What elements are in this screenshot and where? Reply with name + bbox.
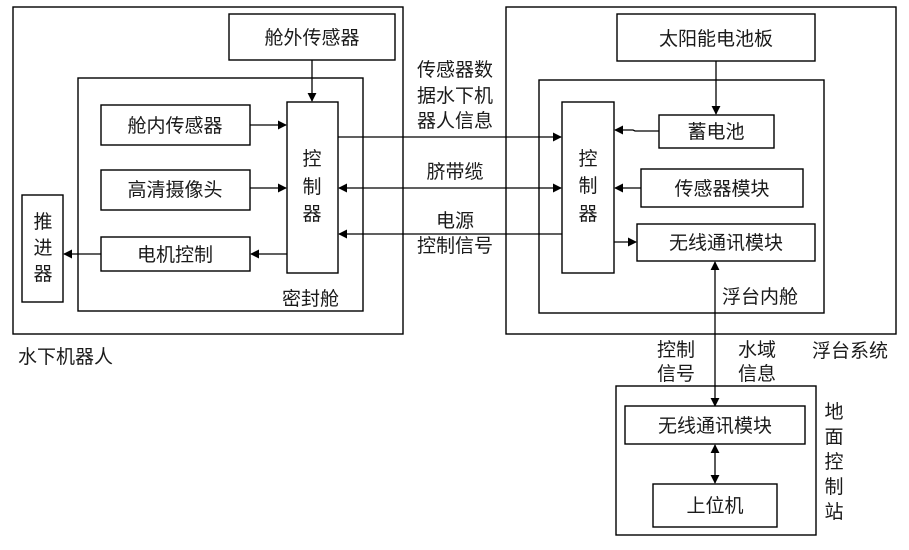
battery-label: 蓄电池	[687, 121, 744, 143]
float-system-label: 浮台系统	[812, 340, 888, 362]
sealed-cabin-label: 密封舱	[282, 288, 339, 310]
battery-to-controller-arrow	[614, 125, 659, 135]
float-inner-cabin-label: 浮台内舱	[722, 286, 798, 308]
robot-label: 水下机器人	[18, 346, 113, 368]
float-wireless-module-box	[636, 223, 816, 262]
motor-control-box	[100, 236, 251, 272]
solar-panel-box	[616, 13, 816, 62]
float-system-frame	[505, 6, 897, 335]
thruster-char: 推	[33, 211, 52, 233]
sealed-cabin-frame	[77, 77, 364, 312]
thruster-char: 器	[33, 263, 52, 285]
ground-station-char: 制	[824, 476, 843, 498]
control-signal-label: 信号	[657, 363, 695, 385]
host-computer-box	[652, 483, 778, 528]
thruster-char: 进	[33, 237, 52, 259]
float-wireless-module-label: 无线通讯模块	[669, 232, 783, 254]
sensor-module-box	[640, 168, 804, 208]
solar-panel-label: 太阳能电池板	[659, 28, 773, 50]
float-controller-char: 制	[578, 175, 597, 197]
ground-wireless-module-label: 无线通讯模块	[658, 415, 772, 437]
thruster-box	[21, 194, 64, 303]
ground-station-char: 控	[824, 451, 843, 473]
power-control-label: 电源	[436, 210, 474, 232]
tether-links: 传感器数 据水下机 器人信息 脐带缆 电源 控制信号	[338, 59, 562, 257]
motor-control-label: 电机控制	[137, 244, 213, 266]
robot-controller-char: 器	[302, 203, 321, 225]
external-sensor-box	[228, 13, 396, 61]
sensor-module-label: 传感器模块	[674, 178, 769, 200]
ground-wireless-module-box	[624, 405, 806, 445]
water-info-label: 水域	[738, 339, 776, 361]
robot-controller-char: 控	[302, 148, 321, 170]
robot-controller-box	[286, 101, 339, 274]
float-inner-cabin-frame	[538, 79, 825, 314]
robot-frame	[12, 6, 404, 335]
hd-camera-label: 高清摄像头	[127, 179, 222, 201]
umbilical-label: 脐带缆	[426, 161, 483, 183]
ground-station-group: 无线通讯模块 上位机 地 面 控 制 站	[615, 385, 844, 536]
float-controller-char: 器	[578, 203, 597, 225]
robot-group: 水下机器人 舱外传感器 密封舱 舱内传感器 高清摄像头 电机控制 控 制 器 推…	[12, 6, 404, 368]
float-controller-box	[561, 101, 615, 274]
hd-camera-box	[100, 169, 251, 211]
wireless-link: 控制 信号 水域 信息	[657, 261, 776, 407]
float-controller-char: 控	[578, 148, 597, 170]
sensor-data-label: 据水下机	[417, 85, 493, 107]
host-computer-label: 上位机	[686, 495, 743, 517]
float-system-group: 浮台系统 太阳能电池板 浮台内舱 控 制 器 蓄电池 传感器模块 无线通讯模块	[505, 6, 897, 362]
internal-sensor-box	[100, 104, 251, 146]
external-sensor-label: 舱外传感器	[264, 27, 359, 49]
control-signal-label: 控制	[657, 339, 695, 361]
ground-station-char: 地	[824, 401, 843, 423]
internal-sensor-label: 舱内传感器	[127, 115, 222, 137]
ground-station-frame	[615, 385, 817, 536]
sensor-data-label: 传感器数	[417, 59, 493, 81]
robot-controller-char: 制	[302, 176, 321, 198]
sensor-data-label: 器人信息	[417, 110, 493, 132]
water-info-label: 信息	[738, 363, 776, 385]
ground-station-char: 面	[824, 426, 843, 448]
power-control-label: 控制信号	[417, 235, 493, 257]
ground-station-char: 站	[824, 501, 843, 523]
